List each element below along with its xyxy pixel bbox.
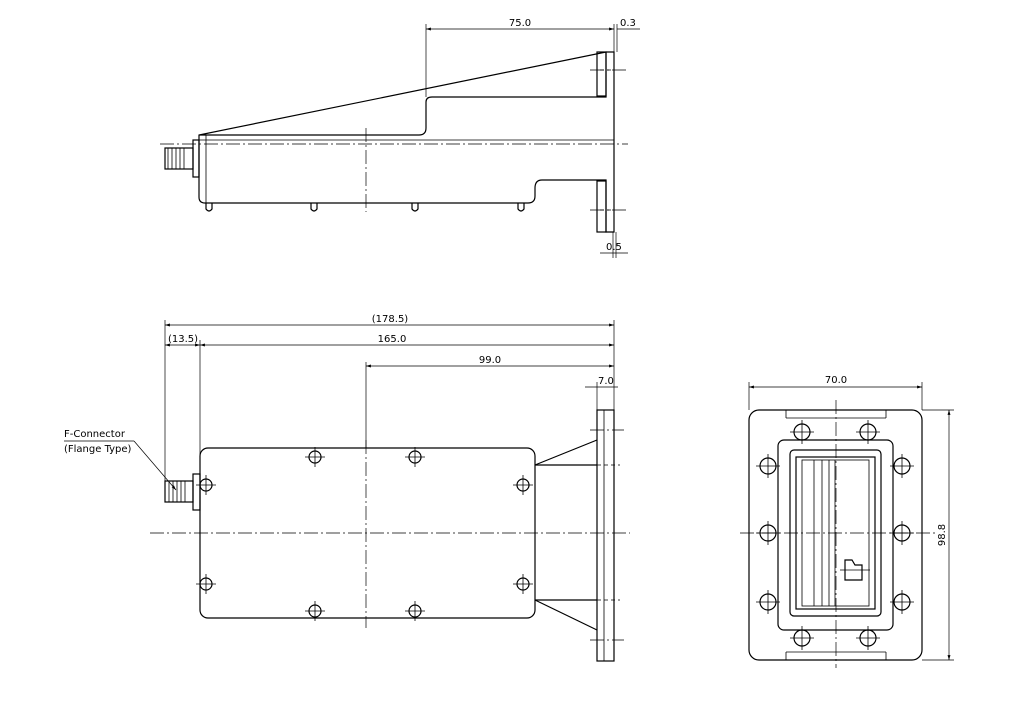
dim-connector-length-label: (13.5) (168, 334, 198, 345)
side-flange (596, 409, 615, 662)
dim-top-flange-offset-label: 0.3 (620, 18, 636, 29)
dim-overall-length: (178.5) (164, 314, 615, 488)
side-view: (178.5) (13.5) 165.0 99.0 7.0 (64, 314, 630, 662)
dim-flange-width: 70.0 (748, 375, 923, 410)
dim-center-distance-label: 99.0 (479, 355, 501, 366)
callout-connector-type: (Flange Type) (64, 444, 132, 455)
dim-top-base-offset-label: 0.5 (606, 242, 622, 253)
dim-flange-width-label: 70.0 (825, 375, 847, 386)
dim-top-flange-offset: 0.3 (616, 18, 640, 52)
dim-flange-thickness: 7.0 (585, 376, 618, 410)
dim-flange-thickness-label: 7.0 (598, 376, 614, 387)
top-body-outline (198, 51, 615, 233)
dim-top-base-offset: 0.5 (600, 232, 628, 258)
top-view: 75.0 0.3 0.5 (160, 18, 640, 258)
dim-body-length: (13.5) 165.0 (165, 334, 614, 470)
end-flange-outline (748, 409, 923, 661)
dim-overall-length-label: (178.5) (372, 314, 409, 325)
top-screw-heads (205, 203, 525, 212)
dim-body-length-label: 165.0 (378, 334, 407, 345)
dim-flange-height-label: 98.8 (937, 524, 948, 546)
dim-top-length: 75.0 (425, 18, 615, 97)
top-connector (164, 139, 200, 178)
dim-flange-height: 98.8 (922, 409, 954, 661)
dim-center-distance: 99.0 (365, 355, 614, 448)
callout-connector-name: F-Connector (64, 429, 126, 440)
dim-top-length-label: 75.0 (509, 18, 531, 29)
connector-callout: F-Connector (Flange Type) (64, 429, 177, 491)
side-connector (164, 473, 201, 511)
side-screws (196, 447, 533, 621)
end-view: 70.0 98.8 (740, 375, 954, 668)
end-flange-holes (756, 420, 914, 650)
